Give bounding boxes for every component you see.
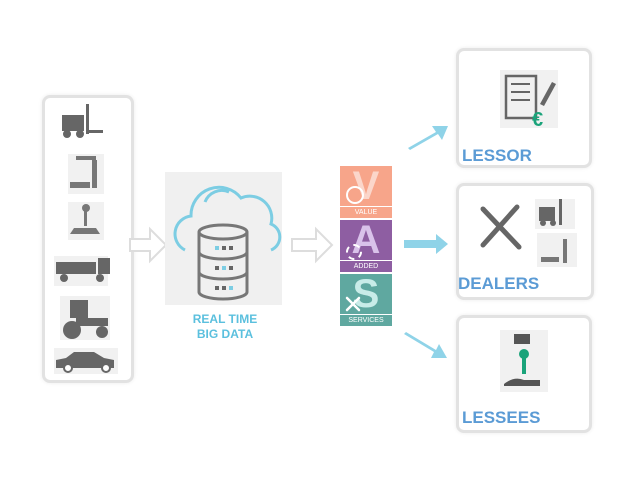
dental-chair-icon [68,202,104,240]
gears-icon [346,244,362,260]
dealers-label: DEALERS [458,274,540,293]
robot-arm-icon [537,233,577,267]
forklift-icon [62,104,103,138]
output-arrows [404,126,448,358]
contract-euro-icon: € [500,70,558,130]
tile-label: SERVICES [340,314,392,326]
label-line-2: BIG DATA [196,327,254,341]
svg-text:€: € [532,109,543,130]
arrow-right-icon [129,226,168,264]
cloud-database-icon [173,185,282,301]
label-line-1: REAL TIME [192,312,258,326]
robot-arm-icon [68,154,104,194]
arrow-to-lessees-icon [404,332,447,358]
arrow-right-icon [291,226,334,264]
hand-key-icon [500,330,548,392]
source-icons [54,104,118,374]
dealer-icons [480,199,577,267]
tile-label: VALUE [340,206,392,218]
tools-icon [480,204,522,250]
forklift-icon [535,199,575,229]
coin-icon [346,186,364,204]
tractor-icon [60,296,110,340]
arrow-to-dealers-icon [404,234,448,254]
arrow-to-lessor-icon [408,126,448,150]
lessor-label: LESSOR [462,146,532,165]
tools-icon [345,296,361,312]
car-icon [54,348,118,374]
truck-icon [54,256,110,286]
lessor-box [456,48,592,168]
lessees-label: LESSEES [462,408,541,427]
tile-label: ADDED [340,260,392,272]
